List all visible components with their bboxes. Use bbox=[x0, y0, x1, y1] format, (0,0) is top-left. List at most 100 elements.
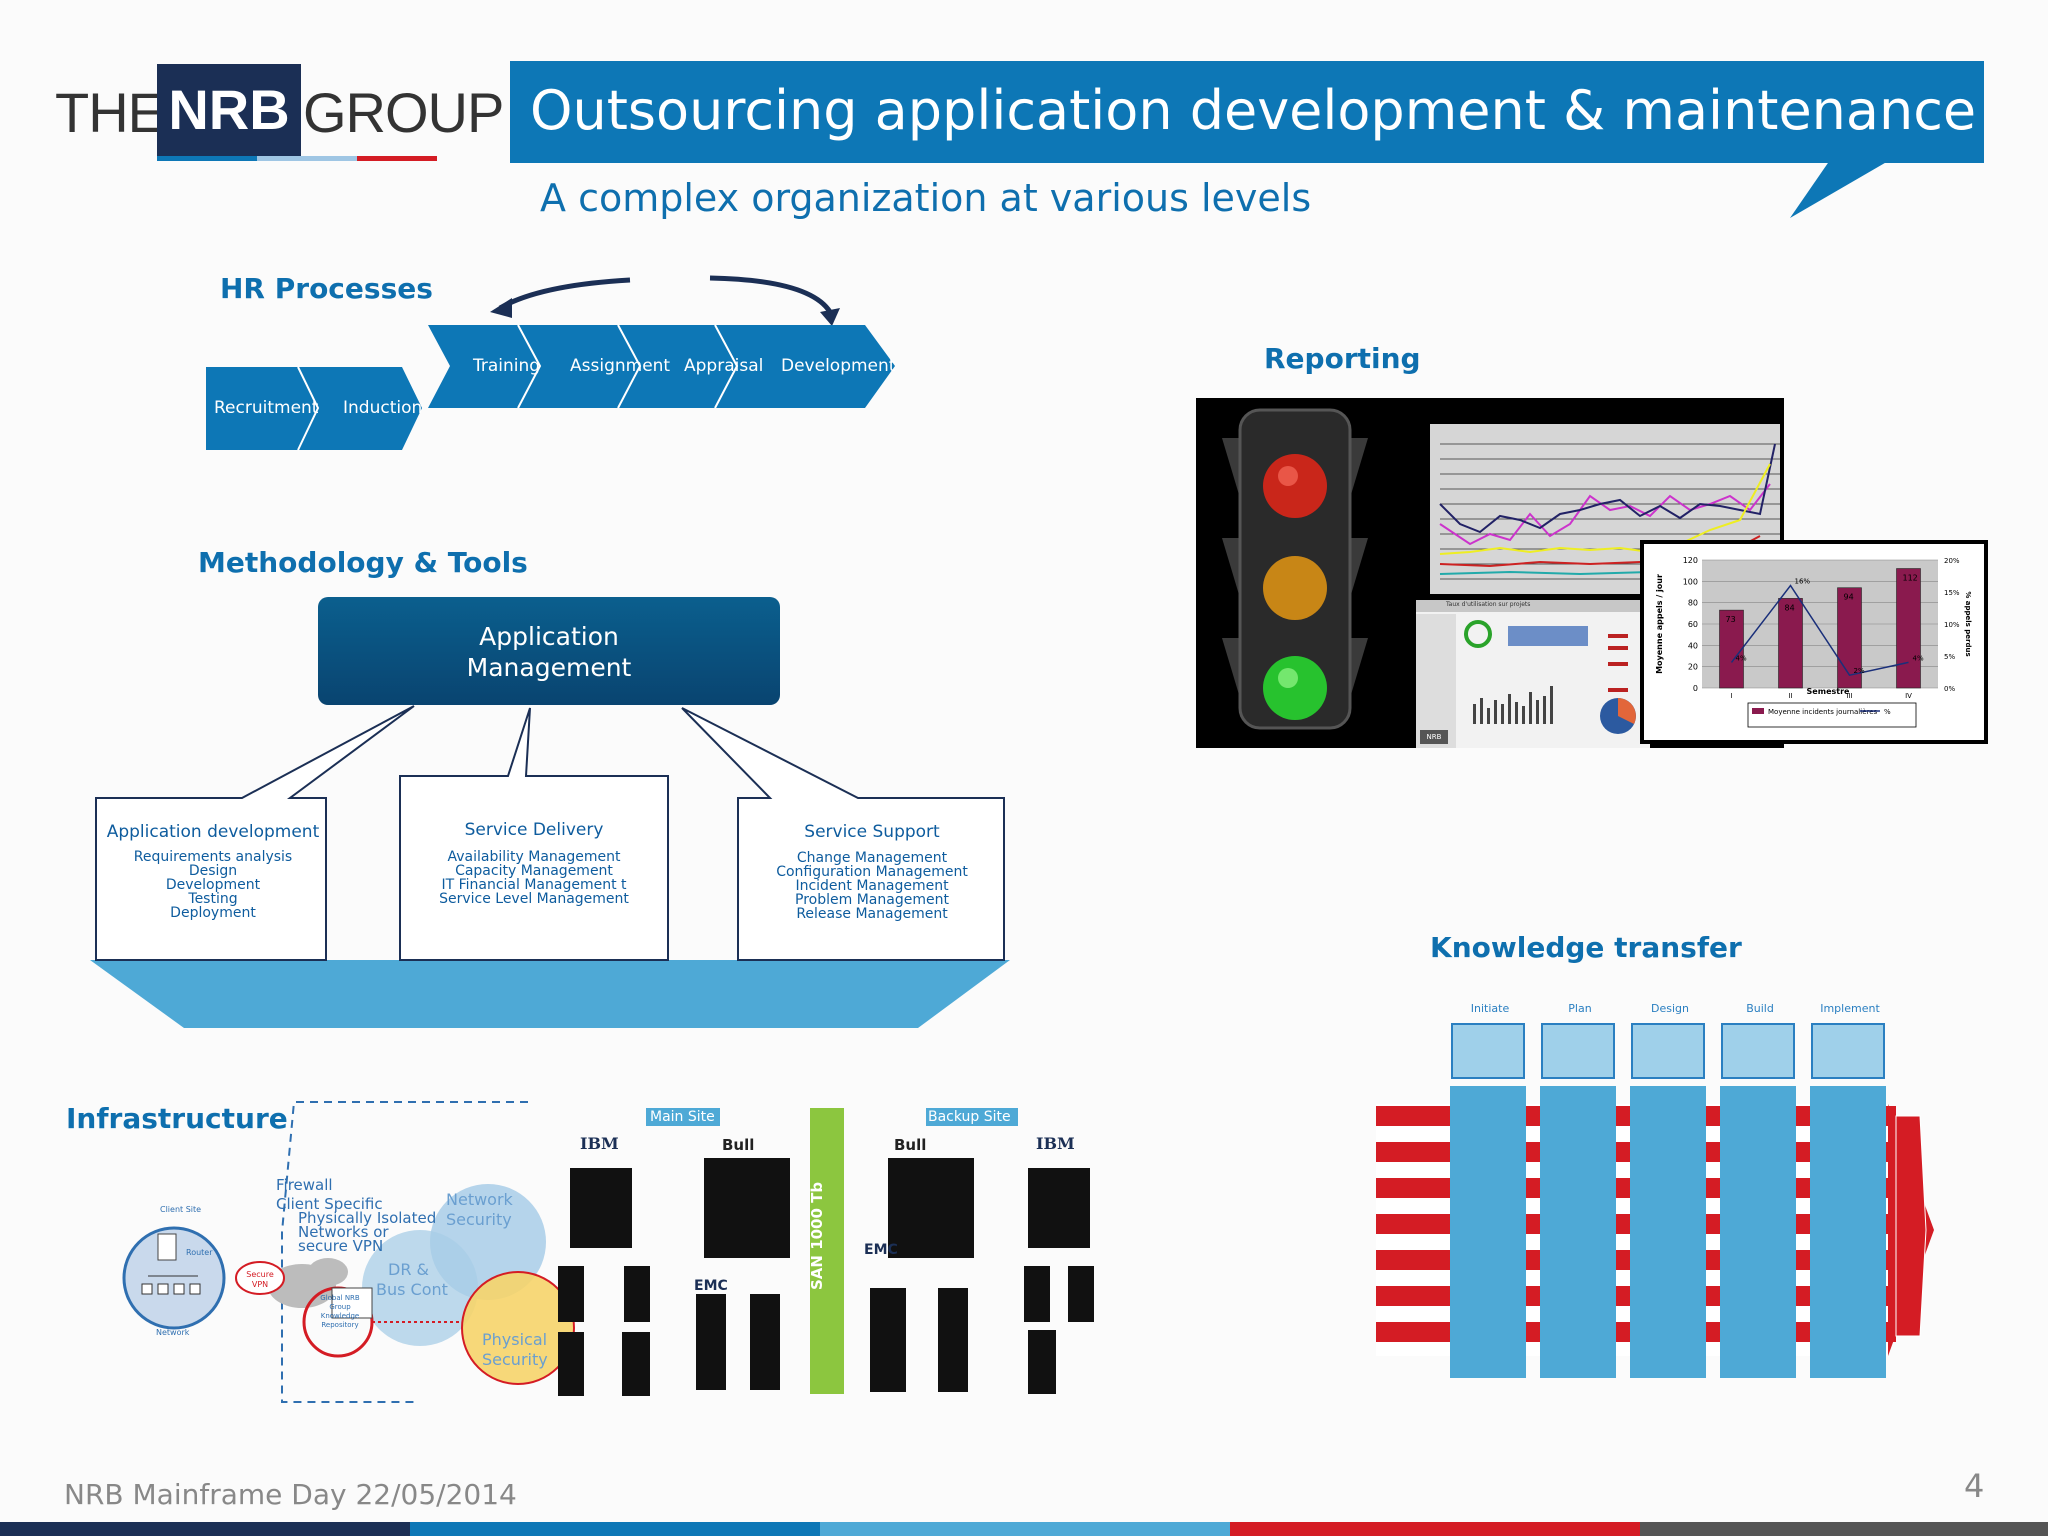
logo-stripe-red bbox=[357, 156, 437, 161]
logo-stripe-blue bbox=[157, 156, 257, 161]
app-dev-item-1: Requirements analysis bbox=[133, 849, 293, 865]
knowledge-transfer-heading: Knowledge transfer bbox=[1430, 931, 1742, 964]
bar-pct-label: 2% bbox=[1854, 667, 1865, 675]
bar-pct-label: 4% bbox=[1913, 654, 1924, 662]
bar-pct-label: 4% bbox=[1736, 654, 1747, 662]
bar-chart-xlabel: Semestre bbox=[1807, 687, 1850, 696]
bar-chart-ylabel: Moyenne appels / jour bbox=[1655, 574, 1664, 674]
logo-the: THE bbox=[55, 81, 165, 144]
networks-or-label: Networks or bbox=[298, 1223, 389, 1241]
reporting-heading: Reporting bbox=[1264, 342, 1421, 375]
footer-stripe bbox=[0, 1522, 2048, 1536]
infrastructure-diagram bbox=[122, 1101, 1094, 1403]
bar-ytick-label: 60 bbox=[1688, 620, 1698, 629]
ibm-logo-main: IBM bbox=[580, 1134, 619, 1153]
bar bbox=[1719, 609, 1744, 689]
backup-site-label: Backup Site bbox=[928, 1109, 1011, 1125]
bar-xtick-label: III bbox=[1846, 692, 1852, 700]
page-title: Outsourcing application development & ma… bbox=[530, 79, 1977, 142]
knowledge-transfer-diagram bbox=[1376, 1023, 1934, 1378]
legend-line-label: % bbox=[1884, 708, 1891, 716]
hr-step-induction: Induction bbox=[343, 398, 423, 418]
bar-chart-y2label: % appels perdus bbox=[1964, 591, 1972, 656]
app-dev-item-3: Development bbox=[165, 877, 261, 893]
service-support-box: Service Support Change Management Config… bbox=[740, 822, 1004, 921]
application-management-box: Application Management bbox=[318, 597, 780, 705]
bar-ytick-label: 80 bbox=[1688, 599, 1698, 608]
kt-phase-plan: Plan bbox=[1568, 1002, 1592, 1015]
bar-ytick-label: 120 bbox=[1683, 556, 1698, 565]
title-bar: Outsourcing application development & ma… bbox=[510, 61, 1984, 163]
service-delivery-item-1: Availability Management bbox=[447, 849, 621, 865]
app-dev-item-4: Testing bbox=[188, 891, 238, 907]
bar-value-label: 73 bbox=[1726, 615, 1736, 624]
app-dev-title: Application development bbox=[106, 822, 320, 842]
bar-value-label: 112 bbox=[1903, 574, 1918, 583]
kt-phase-design: Design bbox=[1651, 1002, 1689, 1015]
service-delivery-item-3: IT Financial Management t bbox=[441, 877, 627, 893]
hr-step-recruitment: Recruitment bbox=[214, 398, 319, 418]
ibm-logo-backup: IBM bbox=[1036, 1134, 1075, 1153]
service-support-item-1: Change Management bbox=[796, 850, 948, 866]
bar-value-label: 94 bbox=[1844, 593, 1854, 602]
bar-pct-line bbox=[1730, 584, 1909, 677]
kt-phase-build: Build bbox=[1746, 1002, 1774, 1015]
client-site-label: Client Site bbox=[160, 1205, 202, 1214]
emc-logo-backup: EMC bbox=[864, 1242, 898, 1258]
firewall-label: Firewall bbox=[276, 1176, 333, 1194]
bar-ytick-label: 100 bbox=[1683, 577, 1698, 586]
client-specific-label: Client Specific bbox=[276, 1195, 383, 1213]
bar bbox=[1896, 568, 1921, 689]
secure-vpn-text: secure VPN bbox=[298, 1237, 384, 1255]
logo-nrb: NRB bbox=[157, 64, 301, 156]
bar-y2tick-label: 0% bbox=[1944, 685, 1955, 693]
footer-text: NRB Mainframe Day 22/05/2014 bbox=[64, 1478, 517, 1511]
network-label: Network bbox=[156, 1328, 190, 1337]
bar-ytick-label: 20 bbox=[1688, 663, 1698, 672]
bar-xtick-label: I bbox=[1730, 692, 1732, 700]
dr-label: DR & bbox=[388, 1260, 429, 1279]
bar-pct-label: 16% bbox=[1795, 578, 1811, 586]
methodology-callouts bbox=[90, 705, 1010, 1028]
methodology-heading: Methodology & Tools bbox=[198, 546, 528, 579]
bar-y2tick-label: 5% bbox=[1944, 653, 1955, 661]
logo-group: GROUP bbox=[303, 81, 504, 144]
hr-step-appraisal: Appraisal bbox=[684, 356, 764, 376]
bar-y2tick-label: 10% bbox=[1944, 621, 1960, 629]
secure-vpn-label: Secure VPN bbox=[246, 1270, 274, 1289]
dashboard-title: Taux d'utilisation sur projets bbox=[1446, 601, 1531, 608]
hr-step-assignment: Assignment bbox=[570, 356, 671, 376]
page-subtitle: A complex organization at various levels bbox=[540, 176, 1312, 220]
traffic-light-icon bbox=[1222, 408, 1368, 730]
legend-bar-swatch bbox=[1752, 708, 1764, 714]
hr-step-training: Training bbox=[473, 356, 541, 376]
app-dev-item-5: Deployment bbox=[170, 905, 256, 921]
bar-ytick-label: 40 bbox=[1688, 641, 1698, 650]
bar-ytick-label: 0 bbox=[1693, 684, 1698, 693]
bar-chart-legend bbox=[1747, 702, 1917, 728]
hr-processes-heading: HR Processes bbox=[220, 272, 433, 305]
page-number: 4 bbox=[1964, 1467, 1985, 1505]
main-site-label: Main Site bbox=[650, 1109, 715, 1125]
network-security-label: Network Security bbox=[446, 1190, 513, 1229]
app-dev-box: Application development Requirements ana… bbox=[98, 822, 328, 920]
nrb-logo: THE NRB GROUP bbox=[55, 64, 504, 161]
logo-stripe-lightblue bbox=[257, 156, 357, 161]
bar bbox=[1837, 587, 1862, 689]
bus-cont-label: Bus Cont bbox=[376, 1280, 448, 1299]
hr-step-development: Development bbox=[781, 356, 896, 376]
app-mgmt-line2: Management bbox=[466, 653, 632, 682]
service-delivery-item-4: Service Level Management bbox=[439, 891, 629, 907]
service-support-item-2: Configuration Management bbox=[776, 864, 968, 880]
dashboard-thumbnail: Taux d'utilisation sur projets NRB bbox=[1416, 600, 1650, 748]
bar-y2tick-label: 20% bbox=[1944, 557, 1960, 565]
infrastructure-heading: Infrastructure bbox=[66, 1102, 288, 1135]
legend-bar-label: Moyenne incidents journalières bbox=[1768, 708, 1878, 716]
service-delivery-title: Service Delivery bbox=[464, 820, 604, 840]
bar-y2tick-label: 15% bbox=[1944, 589, 1960, 597]
service-support-item-4: Problem Management bbox=[795, 892, 949, 908]
bar-xtick-label: II bbox=[1788, 692, 1792, 700]
service-delivery-box: Service Delivery Availability Management… bbox=[400, 820, 668, 906]
app-mgmt-line1: Application bbox=[479, 622, 619, 651]
